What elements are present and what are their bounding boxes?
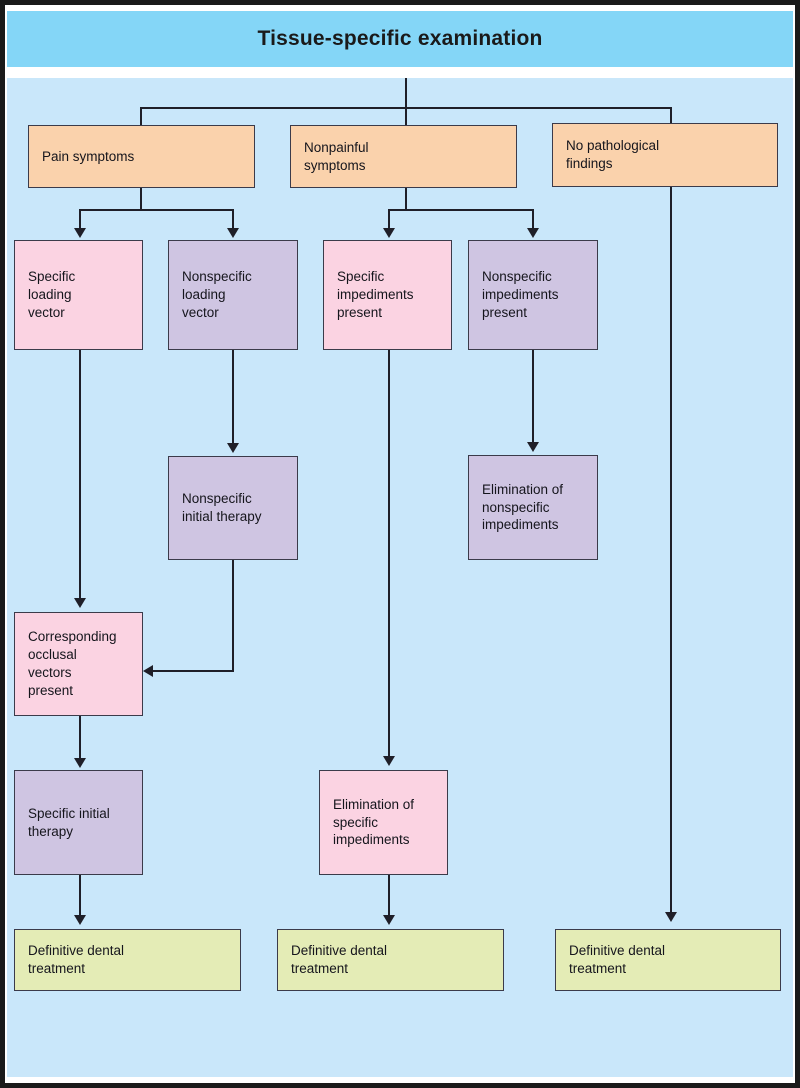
node-label: Specific initial therapy xyxy=(28,805,110,839)
node-nonspecific-loading-vector[interactable]: Nonspecific loading vector xyxy=(168,240,298,350)
connector-pain-stem xyxy=(140,188,142,210)
arrow-specther-to-final1 xyxy=(74,915,86,925)
arrow-nonspecload-to-nonspecther xyxy=(227,443,239,453)
connector-specload-to-occlusal xyxy=(79,350,81,600)
node-elimination-specific-impediments[interactable]: Elimination of specific impediments xyxy=(319,770,448,875)
arrow-specimp-to-elimspec xyxy=(383,756,395,766)
connector-nonspecimp-to-elimnonspec xyxy=(532,350,534,443)
node-definitive-dental-treatment-1[interactable]: Definitive dental treatment xyxy=(14,929,241,991)
arrow-pain-to-nonspecload xyxy=(227,228,239,238)
frame-border-bottom xyxy=(0,1083,800,1088)
node-elimination-nonspecific-impediments[interactable]: Elimination of nonspecific impediments xyxy=(468,455,598,560)
arrow-nonspecther-to-occlusal xyxy=(143,665,153,677)
node-label: Nonspecific loading vector xyxy=(182,269,252,320)
connector-specimp-to-elimspec xyxy=(388,350,390,758)
connector-nonpainful-stem xyxy=(405,188,407,210)
node-specific-impediments-present[interactable]: Specific impediments present xyxy=(323,240,452,350)
connector-specther-to-final1 xyxy=(79,875,81,917)
diagram-title-bar: Tissue-specific examination xyxy=(7,11,793,67)
connector-nonpainful-to-specimp xyxy=(388,209,390,231)
node-label: Definitive dental treatment xyxy=(291,943,388,976)
node-specific-loading-vector[interactable]: Specific loading vector xyxy=(14,240,143,350)
node-no-pathological-findings[interactable]: No pathological findings xyxy=(552,123,778,187)
arrow-elimspec-to-final2 xyxy=(383,915,395,925)
flowchart-canvas: Pain symptoms Nonpainful symptoms No pat… xyxy=(7,78,793,1077)
node-definitive-dental-treatment-3[interactable]: Definitive dental treatment xyxy=(555,929,781,991)
node-label: No pathological findings xyxy=(566,138,660,171)
node-label: Elimination of specific impediments xyxy=(333,796,415,848)
node-label: Definitive dental treatment xyxy=(28,943,125,976)
page-title: Tissue-specific examination xyxy=(257,27,543,50)
node-label: Corresponding occlusal vectors present xyxy=(28,629,117,698)
arrow-pain-to-specload xyxy=(74,228,86,238)
node-nonspecific-initial-therapy[interactable]: Nonspecific initial therapy xyxy=(168,456,298,560)
connector-occlusal-to-specther xyxy=(79,716,81,760)
connector-root-stem xyxy=(405,78,407,108)
node-label: Pain symptoms xyxy=(42,148,135,164)
node-label: Specific loading vector xyxy=(28,269,76,320)
node-label: Specific impediments present xyxy=(337,269,414,320)
arrow-nonpainful-to-specimp xyxy=(383,228,395,238)
connector-nonpainful-bus xyxy=(388,209,533,211)
node-label: Nonpainful symptoms xyxy=(304,139,369,173)
node-specific-initial-therapy[interactable]: Specific initial therapy xyxy=(14,770,143,875)
connector-nonspecload-to-nonspecther xyxy=(232,350,234,444)
arrow-nofindings-to-final3 xyxy=(665,912,677,922)
arrow-nonpainful-to-nonspecimp xyxy=(527,228,539,238)
node-label: Nonspecific initial therapy xyxy=(182,491,262,524)
frame-border-top xyxy=(0,0,800,5)
node-nonpainful-symptoms[interactable]: Nonpainful symptoms xyxy=(290,125,517,188)
node-label: Definitive dental treatment xyxy=(569,943,666,976)
node-corresponding-occlusal-vectors-present[interactable]: Corresponding occlusal vectors present xyxy=(14,612,143,716)
connector-nofindings-to-final3 xyxy=(670,187,672,914)
node-nonspecific-impediments-present[interactable]: Nonspecific impediments present xyxy=(468,240,598,350)
connector-pain-to-nonspecload xyxy=(232,209,234,231)
connector-nonspecther-drop xyxy=(232,560,234,671)
connector-nonpainful-to-nonspecimp xyxy=(532,209,534,231)
connector-nonspecther-to-occlusal xyxy=(153,670,234,672)
arrow-specload-to-occlusal xyxy=(74,598,86,608)
frame-border-right xyxy=(795,0,800,1088)
arrow-occlusal-to-specther xyxy=(74,758,86,768)
connector-pain-bus xyxy=(79,209,233,211)
connector-pain-to-specload xyxy=(79,209,81,231)
node-definitive-dental-treatment-2[interactable]: Definitive dental treatment xyxy=(277,929,504,991)
connector-elimspec-to-final2 xyxy=(388,875,390,917)
node-label: Nonspecific impediments present xyxy=(482,269,559,320)
node-pain-symptoms[interactable]: Pain symptoms xyxy=(28,125,255,188)
node-label: Elimination of nonspecific impediments xyxy=(482,481,564,533)
frame-border-left xyxy=(0,0,5,1088)
arrow-nonspecimp-to-elimnonspec xyxy=(527,442,539,452)
